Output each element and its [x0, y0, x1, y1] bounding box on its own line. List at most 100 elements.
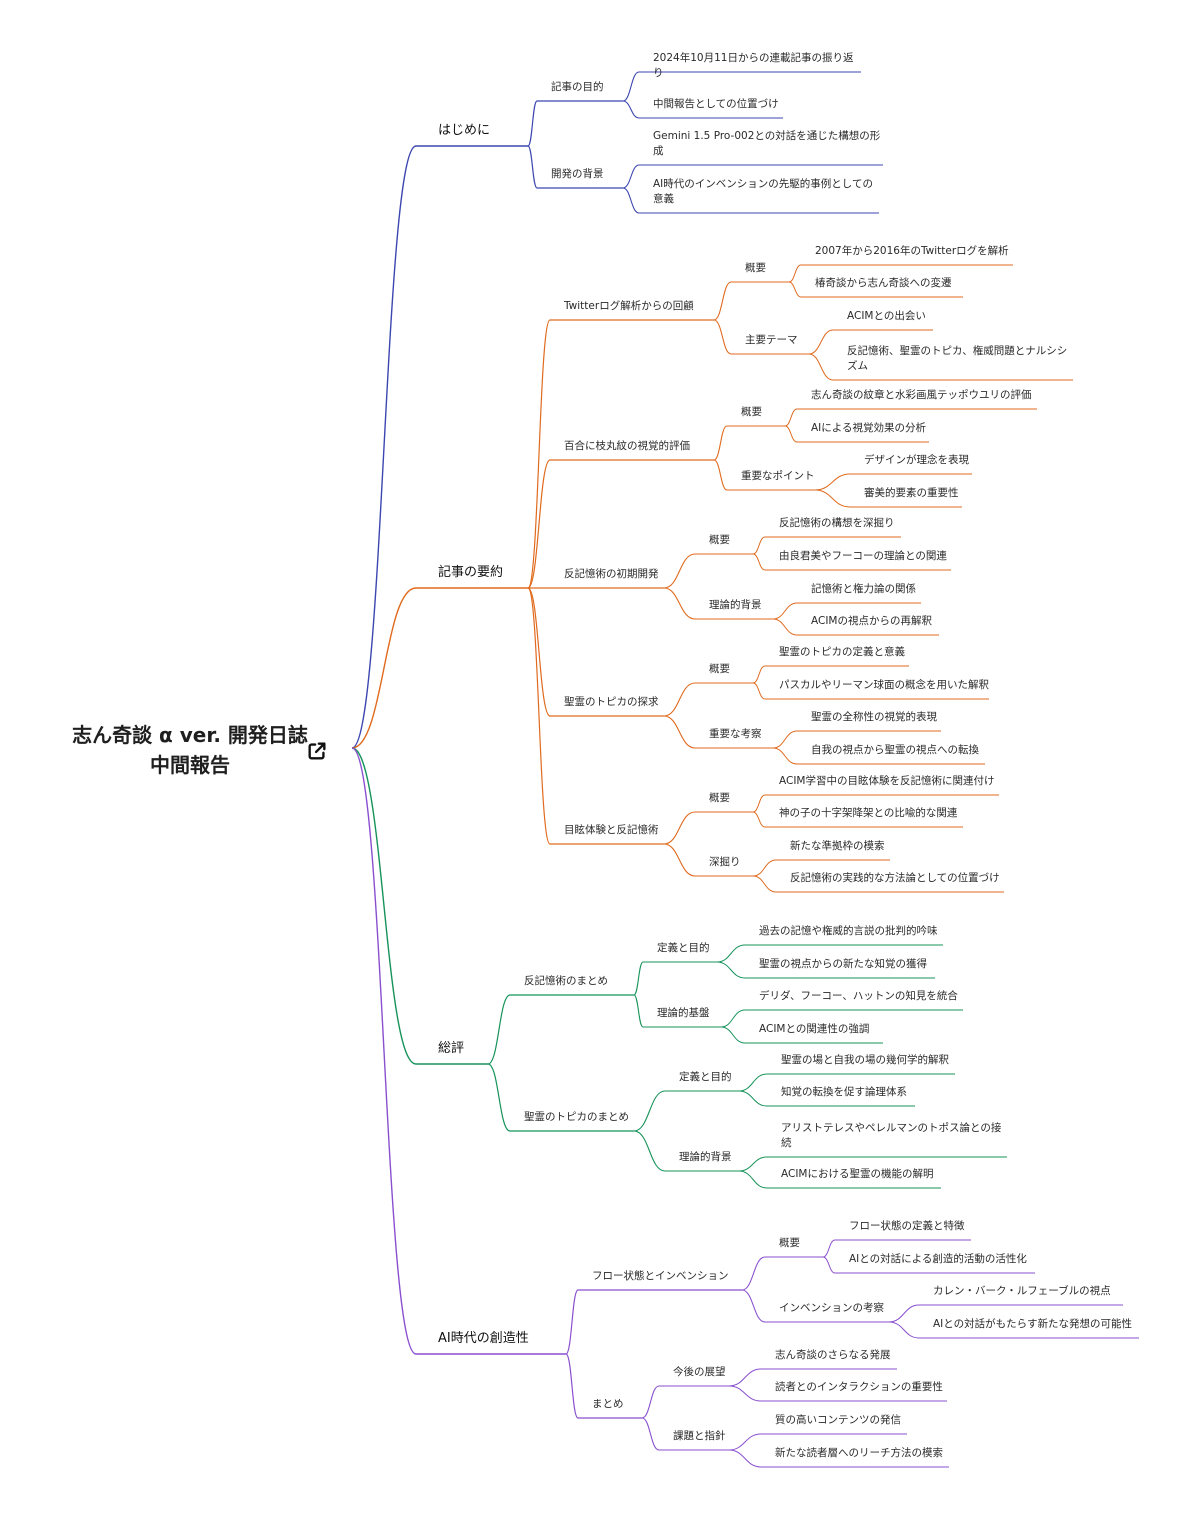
connector-line [527, 100, 538, 147]
topic-label[interactable]: 概要 [709, 534, 730, 546]
connector-line [527, 319, 551, 589]
connector-line [728, 1385, 762, 1402]
connector-line [487, 1063, 511, 1132]
leaf-label[interactable]: ACIM学習中の目眩体験を反記憶術に関連付け [779, 775, 995, 787]
subtopic-label[interactable]: 反記憶術の初期開発 [564, 568, 659, 580]
leaf-label[interactable]: AIとの対話がもたらす新たな発想の可能性 [933, 1318, 1132, 1330]
subtopic-label[interactable]: Twitterログ解析からの回顧 [564, 300, 694, 312]
topic-label[interactable]: 概要 [741, 406, 762, 418]
leaf-label[interactable]: 反記憶術の構想を深掘り [779, 517, 895, 529]
connector-line [752, 859, 777, 877]
leaf-label[interactable]: 読者とのインタラクションの重要性 [775, 1381, 943, 1393]
subtopic-label[interactable]: 百合に枝丸紋の視覚的評価 [564, 440, 690, 452]
topic-label[interactable]: 主要テーマ [745, 334, 798, 346]
leaf-label[interactable]: 自我の視点から聖霊の視点への転換 [811, 744, 979, 756]
leaf-label[interactable]: 過去の記憶や権威的言説の批判的吟味 [759, 925, 938, 937]
topic-label[interactable]: 理論的背景 [679, 1151, 732, 1163]
leaf-label[interactable]: 反記憶術、聖霊のトピカ、権威問題とナルシシズム [847, 345, 1068, 372]
leaf-label[interactable]: AIとの対話による創造的活動の活性化 [849, 1253, 1027, 1265]
leaf-label[interactable]: 聖霊の場と自我の場の幾何学的解釈 [781, 1054, 949, 1066]
connector-line [772, 618, 798, 636]
connector-line [738, 1170, 768, 1189]
leaf-label[interactable]: 2024年10月11日からの連載記事の振り返り [653, 52, 854, 79]
root-title: 志ん奇談 α ver. 開発日誌 中間報告 [72, 723, 308, 777]
subtopic-label[interactable]: まとめ [592, 1398, 624, 1410]
leaf-label[interactable]: 聖霊の視点からの新たな知覚の獲得 [759, 958, 927, 970]
connector-line [713, 459, 728, 491]
subtopic-label[interactable]: 開発の背景 [551, 168, 604, 180]
leaf-label[interactable]: ACIMの視点からの再解釈 [811, 615, 932, 627]
topic-label[interactable]: 理論的基盤 [657, 1007, 710, 1019]
branch-label[interactable]: 総評 [438, 1041, 465, 1056]
connector-line [788, 264, 802, 283]
connector-line [772, 602, 798, 620]
subtopic-label[interactable]: 目眩体験と反記憶術 [564, 824, 659, 836]
topic-label[interactable]: 課題と指針 [673, 1430, 726, 1442]
topic-label[interactable]: 概要 [709, 663, 730, 675]
leaf-label[interactable]: 知覚の転換を促す論理体系 [781, 1086, 907, 1098]
leaf-label[interactable]: 聖霊の全称性の視覚的表現 [811, 711, 937, 723]
leaf-label[interactable]: 新たな読者層へのリーチ方法の模索 [775, 1447, 943, 1459]
leaf-label[interactable]: 審美的要素の重要性 [864, 487, 959, 499]
connector-line [641, 1417, 660, 1451]
topic-label[interactable]: 重要なポイント [741, 470, 815, 482]
leaf-label[interactable]: 記憶術と権力論の関係 [811, 583, 916, 595]
leaf-label[interactable]: 聖霊のトピカの定義と意義 [779, 646, 905, 658]
connector-line [716, 944, 746, 963]
external-link-icon[interactable] [306, 740, 328, 762]
connector-line [814, 473, 851, 491]
topic-label[interactable]: 概要 [709, 792, 730, 804]
topic-label[interactable]: 概要 [779, 1237, 800, 1249]
leaf-label[interactable]: AIによる視覚効果の分析 [811, 422, 926, 434]
leaf-label[interactable]: フロー状態の定義と特徴 [849, 1220, 965, 1232]
leaf-label[interactable]: 神の子の十字架降架との比喩的な関連 [779, 807, 958, 819]
leaf-label[interactable]: ACIMにおける聖霊の機能の解明 [781, 1168, 934, 1180]
leaf-label[interactable]: 椿奇談から志ん奇談への変遷 [815, 277, 952, 289]
leaf-label[interactable]: カレン・バーク・ルフェーブルの視点 [933, 1285, 1111, 1297]
connector-line [622, 164, 640, 189]
leaf-label[interactable]: 新たな準拠枠の模索 [790, 840, 885, 852]
branch-label[interactable]: はじめに [438, 123, 491, 138]
leaf-label[interactable]: 2007年から2016年のTwitterログを解析 [815, 245, 1009, 257]
subtopic-label[interactable]: 聖霊のトピカのまとめ [524, 1111, 629, 1123]
leaf-label[interactable]: 由良君美やフーコーの理論との関連 [779, 550, 947, 562]
connector-line [622, 187, 640, 214]
connector-line [752, 875, 777, 893]
subtopic-label[interactable]: フロー状態とインベンション [592, 1270, 729, 1282]
subtopic-label[interactable]: 記事の目的 [551, 81, 604, 93]
topic-label[interactable]: 深掘り [709, 856, 741, 868]
leaf-label[interactable]: 志ん奇談のさらなる発展 [775, 1349, 891, 1361]
leaf-label[interactable]: ACIMとの出会い [847, 310, 926, 322]
topic-label[interactable]: 定義と目的 [657, 942, 710, 954]
topic-label[interactable]: 今後の展望 [673, 1366, 726, 1378]
leaf-label[interactable]: AI時代のインベンションの先駆的事例としての意義 [653, 178, 873, 205]
topic-label[interactable]: 重要な考察 [709, 728, 762, 740]
leaf-label[interactable]: Gemini 1.5 Pro-002との対話を通じた構想の形成 [653, 130, 881, 157]
topic-label[interactable]: 定義と目的 [679, 1071, 732, 1083]
leaf-label[interactable]: デザインが理念を表現 [864, 454, 969, 466]
topic-label[interactable]: 理論的背景 [709, 599, 762, 611]
connector-line [527, 587, 551, 845]
connector-line [738, 1156, 768, 1172]
leaf-label[interactable]: 中間報告としての位置づけ [653, 98, 779, 110]
leaf-label[interactable]: アリストテレスやペレルマンのトポス論との接続 [781, 1122, 1002, 1149]
branch-label[interactable]: 記事の要約 [438, 565, 504, 580]
leaf-label[interactable]: ACIMとの関連性の強調 [759, 1023, 870, 1035]
leaf-label[interactable]: 質の高いコンテンツの発信 [775, 1414, 901, 1426]
topic-label[interactable]: 概要 [745, 262, 766, 274]
leaf-label[interactable]: 反記憶術の実践的な方法論としての位置づけ [790, 872, 1000, 884]
topic-label[interactable]: インベンションの考察 [779, 1302, 884, 1314]
connector-line [728, 1368, 762, 1387]
branch-label[interactable]: AI時代の創造性 [438, 1331, 529, 1346]
subtopic-label[interactable]: 聖霊のトピカの探求 [564, 696, 659, 708]
connector-line [720, 1026, 746, 1044]
connector-line [738, 1073, 768, 1092]
connector-line [752, 794, 766, 813]
connector-line [713, 281, 732, 321]
leaf-label[interactable]: デリダ、フーコー、ハットンの知見を統合 [759, 990, 958, 1002]
leaf-label[interactable]: パスカルやリーマン球面の概念を用いた解釈 [779, 679, 989, 691]
connector-line [788, 281, 802, 298]
leaf-label[interactable]: 志ん奇談の紋章と水彩画風テッポウユリの評価 [811, 389, 1032, 401]
subtopic-label[interactable]: 反記憶術のまとめ [524, 975, 608, 987]
